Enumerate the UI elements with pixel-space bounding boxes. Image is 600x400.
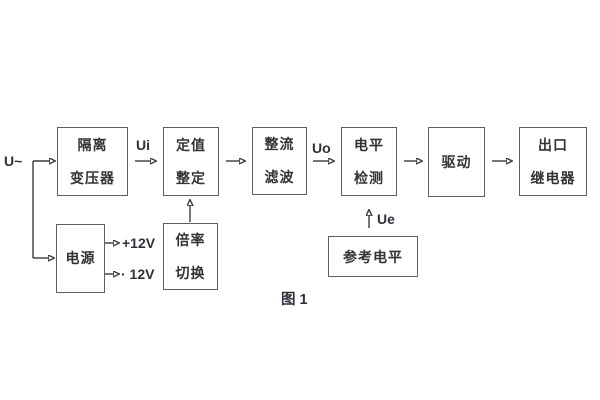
block-level-detection: 电平 检测 [341, 127, 397, 196]
block-label-line: 电源 [65, 250, 96, 266]
block-label-line: 倍率 [175, 231, 206, 248]
block-label-line: 参考电平 [343, 248, 403, 265]
signal-label-rail-positive: +12V [122, 235, 156, 251]
block-value-setting: 定值 整定 [163, 127, 219, 196]
block-label-line: 滤波 [264, 169, 295, 185]
block-label-line: 整流 [264, 136, 295, 152]
block-ratio-switching: 倍率 切换 [163, 223, 218, 290]
signal-label-rail-negative: · 12V [121, 266, 155, 282]
block-driver: 驱动 [428, 127, 485, 197]
block-reference-level: 参考电平 [328, 236, 418, 277]
block-label-line: 整定 [176, 169, 206, 186]
block-label-line: 继电器 [530, 169, 576, 186]
figure-caption: 图 1 [281, 292, 308, 308]
block-label-line: 驱动 [441, 153, 472, 170]
block-rectifier-filter: 整流 滤波 [252, 127, 307, 195]
block-label-line: 电平 [354, 136, 384, 153]
block-power-supply: 电源 [56, 224, 105, 293]
block-output-relay: 出口 继电器 [519, 127, 587, 196]
block-isolation-transformer: 隔离 变压器 [57, 127, 128, 196]
block-label-line: 检测 [354, 169, 384, 186]
block-label-line: 隔离 [77, 136, 108, 153]
signal-label-ui: Ui [136, 137, 150, 153]
block-label-line: 出口 [538, 136, 568, 153]
block-label-line: 定值 [176, 136, 206, 153]
block-label-line: 切换 [175, 264, 206, 281]
signal-label-uo: Uo [312, 140, 331, 156]
signal-label-ue: Ue [377, 211, 395, 227]
signal-label-input: U~ [4, 153, 23, 169]
block-label-line: 变压器 [70, 169, 115, 186]
